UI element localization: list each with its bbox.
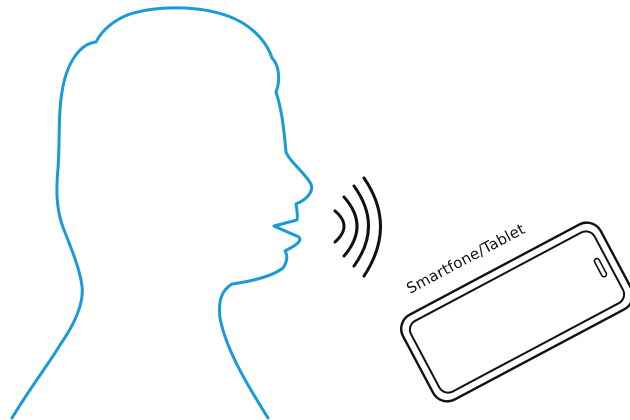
head-silhouette-icon	[12, 8, 312, 418]
smartphone-icon	[396, 217, 630, 407]
sound-wave-outer-2	[364, 178, 381, 276]
sound-wave-inner	[335, 211, 344, 242]
sound-wave-middle	[344, 197, 357, 256]
sound-waves-icon	[335, 178, 381, 276]
